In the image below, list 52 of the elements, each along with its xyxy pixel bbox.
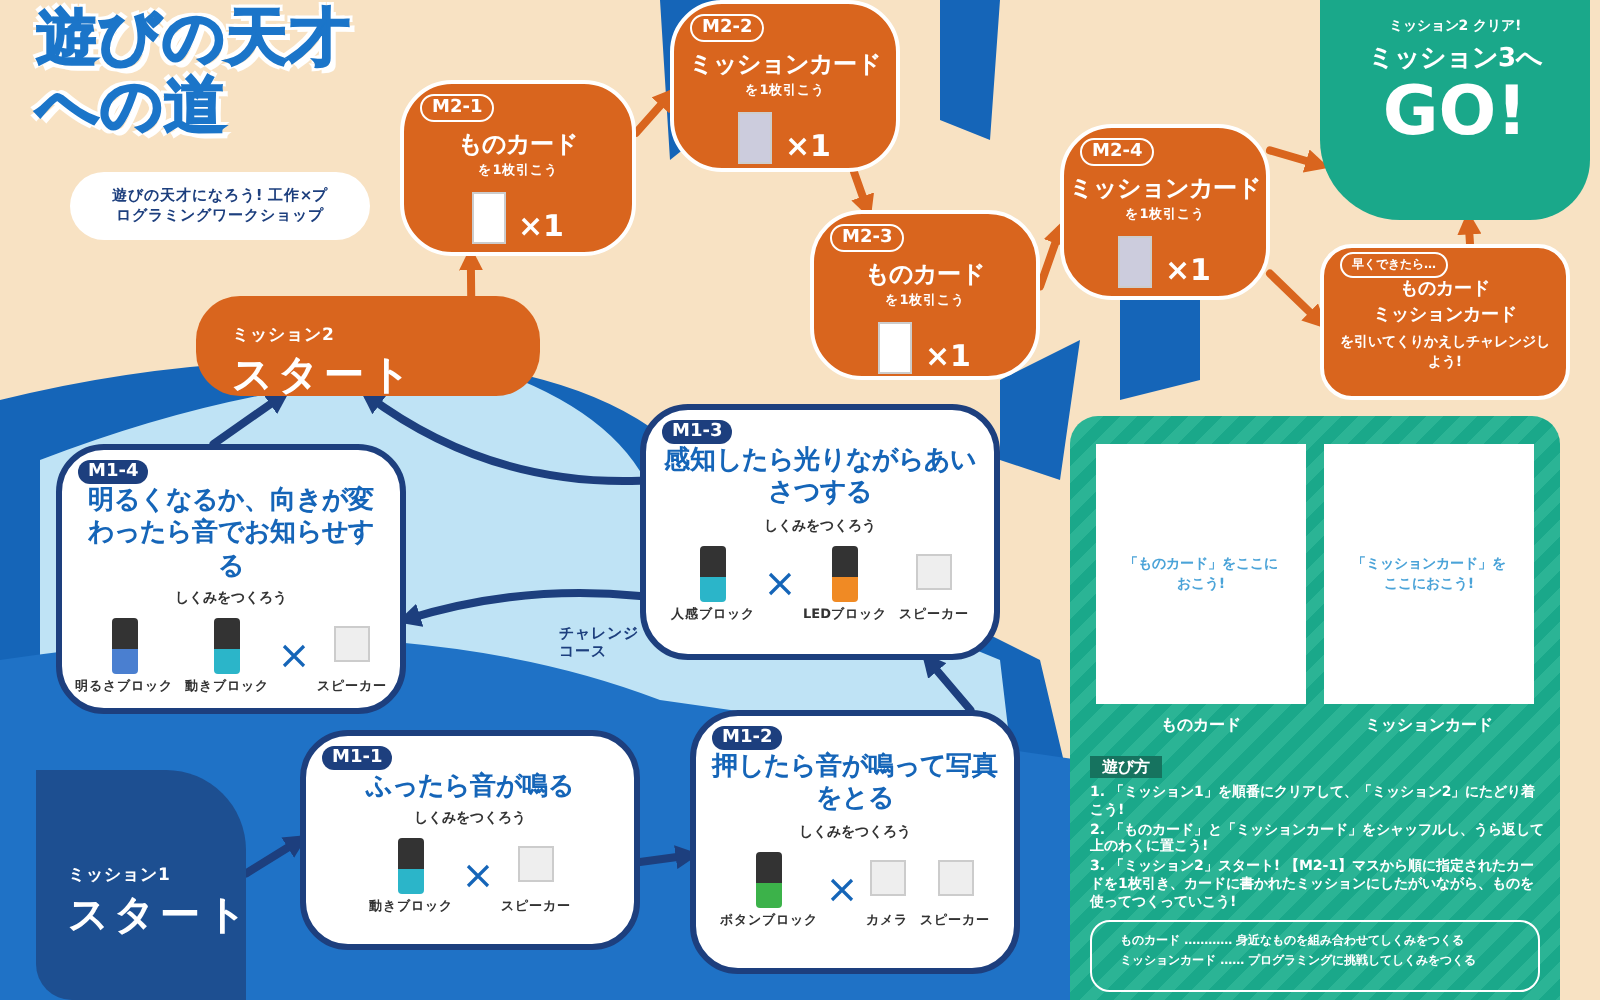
step-tag: M2-4 xyxy=(1080,138,1155,166)
step-tag: M1-3 xyxy=(662,420,733,444)
mission-heading: ふったら音が鳴る xyxy=(363,772,576,805)
card-count: ×1 xyxy=(1164,252,1211,288)
mission-bubble xyxy=(1060,124,1270,300)
mission-bubble xyxy=(400,80,636,256)
start-heading: スタート xyxy=(68,888,252,942)
mission-bubble xyxy=(810,210,1040,380)
mission-heading: 感知したら光りながらあいさつする xyxy=(662,446,978,511)
section-heading: 遊び方 xyxy=(1090,756,1162,778)
card-count: ×1 xyxy=(517,208,564,244)
start-box xyxy=(36,770,246,1000)
mission-bubble xyxy=(300,730,640,950)
step-tag: M2-1 xyxy=(420,94,495,122)
card-count: ×1 xyxy=(784,128,831,164)
arrow xyxy=(1266,146,1330,173)
step-tag: M2-3 xyxy=(830,224,905,252)
title: 遊びの天才への道 xyxy=(36,4,352,141)
step-tag: M2-2 xyxy=(690,14,765,42)
start-caption: ミッション2 xyxy=(232,324,334,348)
start-box xyxy=(196,296,540,396)
step-tag: M1-1 xyxy=(322,746,393,770)
goal-box xyxy=(1320,0,1590,220)
mission-bubble xyxy=(640,404,1000,660)
arrow xyxy=(209,390,290,448)
mission-heading: ミッションカード xyxy=(689,48,881,82)
card-slot xyxy=(1096,444,1306,704)
bonus-box xyxy=(1320,244,1570,400)
mission-heading: ものカード xyxy=(458,128,578,162)
mission-heading: 明るくなるか、向きが変わったら音でお知らせする xyxy=(86,486,376,584)
start-caption: ミッション1 xyxy=(68,864,170,888)
slot-caption: ミッションカード xyxy=(1363,714,1495,736)
mission-bubble xyxy=(56,444,406,714)
start-heading: スタート xyxy=(232,348,416,402)
step-tag: M1-4 xyxy=(78,460,149,484)
card-name: ものカード xyxy=(1400,278,1490,302)
card-key-box xyxy=(1090,920,1540,992)
mission-heading: ものカード xyxy=(865,258,985,292)
mission-heading: 押したら音が鳴って写真をとる xyxy=(709,752,1000,817)
card-name: ミッションカード xyxy=(1373,304,1517,328)
card-count: ×1 xyxy=(924,338,971,374)
mission-heading: ミッションカード xyxy=(1069,172,1261,206)
step-tag: M1-2 xyxy=(712,726,783,750)
mission-bubble xyxy=(670,0,900,172)
arrow xyxy=(360,390,644,486)
goal-text: GO! xyxy=(1382,76,1528,151)
subtitle-badge xyxy=(70,172,370,240)
slot-caption: ものカード xyxy=(1159,714,1243,736)
goal-heading: ミッション3へ xyxy=(1367,42,1543,76)
mission-bubble xyxy=(690,710,1020,974)
card-slot xyxy=(1324,444,1534,704)
card-board-panel xyxy=(1070,416,1560,1000)
